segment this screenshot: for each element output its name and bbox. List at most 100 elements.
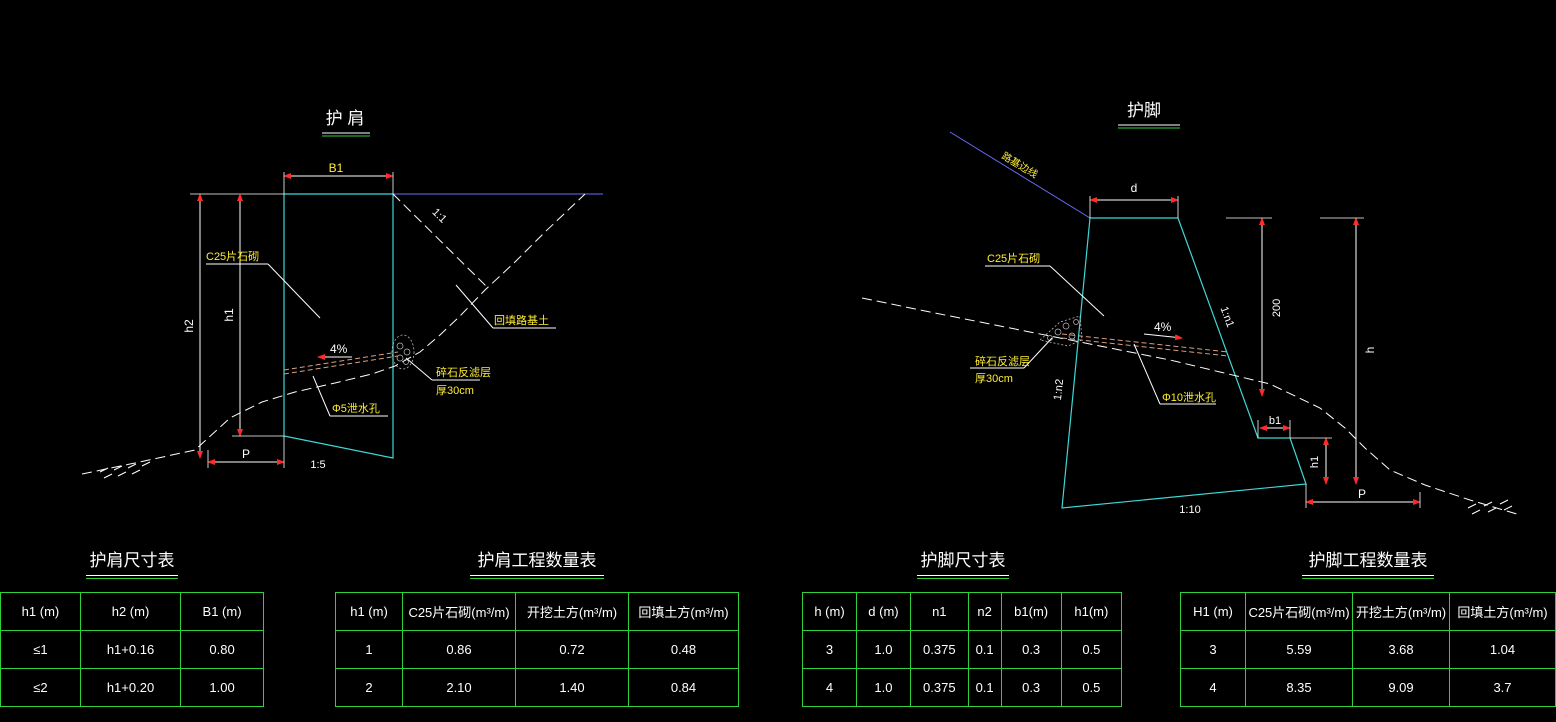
slope-n1-label: 1:n1: [1218, 305, 1237, 329]
table3-title: 护脚尺寸表: [917, 546, 1009, 579]
shoulder-quantity-table: h1 (m) C25片石砌(m³/m) 开挖土方(m³/m) 回填土方(m³/m…: [335, 592, 739, 707]
table-cell: 4: [1180, 668, 1246, 707]
table-cell: 0.375: [909, 630, 969, 669]
table-cell: 1.0: [855, 630, 911, 669]
toe-wall-body: [1061, 217, 1307, 509]
dim-p-right-label: P: [1358, 487, 1366, 501]
table-cell: 1: [335, 630, 403, 669]
table-row: 4 8.35 9.09 3.7: [1180, 668, 1556, 707]
table-cell: 5.59: [1245, 630, 1353, 669]
table-header-cell: B1 (m): [180, 592, 264, 631]
table-header-cell: 回填土方(m³/m): [1449, 592, 1556, 631]
shoulder-title: 护 肩: [326, 109, 365, 128]
backfill-label: 回填路基土: [494, 313, 549, 327]
ground-hatch: [99, 461, 151, 479]
table-cell: 1.0: [855, 668, 911, 707]
table-cell: 2.10: [402, 668, 516, 707]
table-cell: 3.7: [1449, 668, 1556, 707]
toe-size-table: h (m) d (m) n1 n2 b1(m) h1(m) 3 1.0 0.37…: [802, 592, 1123, 707]
drain-label: Φ5泄水孔: [332, 402, 380, 415]
filter-right-label: 碎石反滤层: [975, 354, 1030, 368]
table-header-cell: h (m): [802, 592, 857, 631]
table-cell: 1.04: [1449, 630, 1556, 669]
table-cell: 0.5: [1060, 668, 1123, 707]
slope-n2-label: 1:n2: [1052, 378, 1066, 401]
table-header-cell: 开挖土方(m³/m): [1352, 592, 1450, 631]
table-row: h1 (m) h2 (m) B1 (m): [0, 592, 264, 631]
table-row: 3 5.59 3.68 1.04: [1180, 630, 1556, 669]
table-cell: 0.1: [967, 668, 1002, 707]
table1-title: 护肩尺寸表: [86, 546, 178, 579]
shoulder-wall-body: [283, 193, 394, 459]
slope-base-right-label: 1:10: [1179, 504, 1200, 516]
dim-d-label: d: [1131, 181, 1138, 195]
table-header-cell: n2: [967, 592, 1002, 631]
toe-title: 护脚: [1127, 101, 1161, 120]
dim-200-label: 200: [1271, 299, 1283, 317]
table-row: ≤1 h1+0.16 0.80: [0, 630, 264, 669]
table-cell: ≤2: [0, 668, 81, 707]
table-row: 1 0.86 0.72 0.48: [335, 630, 739, 669]
dim-p-label: P: [242, 447, 250, 461]
material-right-label: C25片石砌: [987, 252, 1040, 265]
table-header-cell: 回填土方(m³/m): [628, 592, 739, 631]
dim-h1-label: h1: [222, 308, 236, 322]
table-row: ≤2 h1+0.20 1.00: [0, 668, 264, 707]
slope-base-label: 1:5: [310, 459, 325, 471]
table-cell: 3.68: [1352, 630, 1450, 669]
slope-top-label: 1:1: [429, 206, 448, 225]
table-cell: 0.72: [515, 630, 629, 669]
table2-title: 护肩工程数量表: [470, 546, 604, 579]
natural-ground-line-right: [861, 297, 1521, 516]
table-cell: 9.09: [1352, 668, 1450, 707]
filter-thickness-label: 厚30cm: [436, 384, 474, 397]
table-header-cell: C25片石砌(m³/m): [402, 592, 516, 631]
shoulder-guard-diagram: 护 肩 B1 h2 h1: [81, 109, 603, 479]
table-header-cell: n1: [909, 592, 969, 631]
table-cell: 3: [1180, 630, 1246, 669]
dim-h1-right-label: h1: [1309, 456, 1321, 468]
table-cell: 0.375: [909, 668, 969, 707]
table-cell: 1.00: [180, 668, 264, 707]
table-cell: h1+0.16: [79, 630, 182, 669]
dim-h-label: h: [1363, 347, 1377, 354]
road-edge-label: 路基边线: [999, 149, 1040, 181]
table-cell: 0.48: [628, 630, 739, 669]
table-cell: 8.35: [1245, 668, 1353, 707]
material-label: C25片石砌: [206, 250, 259, 263]
table-cell: h1+0.20: [79, 668, 182, 707]
grade-right-label: 4%: [1154, 320, 1172, 334]
table4-title: 护脚工程数量表: [1302, 546, 1434, 579]
table-row: 2 2.10 1.40 0.84: [335, 668, 739, 707]
table-cell: 0.3: [1000, 668, 1062, 707]
table-cell: 0.5: [1060, 630, 1123, 669]
table-row: h (m) d (m) n1 n2 b1(m) h1(m): [802, 592, 1123, 631]
ground-hatch-right: [1467, 499, 1513, 515]
table-row: H1 (m) C25片石砌(m³/m) 开挖土方(m³/m) 回填土方(m³/m…: [1180, 592, 1556, 631]
table-header-cell: h1(m): [1060, 592, 1123, 631]
table-cell: 0.84: [628, 668, 739, 707]
grade-label: 4%: [330, 342, 348, 356]
table-row: h1 (m) C25片石砌(m³/m) 开挖土方(m³/m) 回填土方(m³/m…: [335, 592, 739, 631]
dim-h2-label: h2: [182, 319, 196, 333]
toe-quantity-table: H1 (m) C25片石砌(m³/m) 开挖土方(m³/m) 回填土方(m³/m…: [1180, 592, 1556, 707]
table-header-cell: h2 (m): [79, 592, 182, 631]
table-header-cell: H1 (m): [1180, 592, 1246, 631]
natural-ground-line: [81, 193, 586, 475]
table-header-cell: C25片石砌(m³/m): [1245, 592, 1353, 631]
table-header-cell: h1 (m): [335, 592, 403, 631]
table-cell: 3: [802, 630, 857, 669]
slope-1-1-line: [392, 193, 489, 289]
drain-right-label: Φ10泄水孔: [1162, 391, 1216, 404]
table-cell: ≤1: [0, 630, 81, 669]
table-cell: 0.1: [967, 630, 1002, 669]
gravel-filter-layer: [391, 334, 415, 370]
table-cell: 2: [335, 668, 403, 707]
table-header-cell: 开挖土方(m³/m): [515, 592, 629, 631]
table-header-cell: d (m): [855, 592, 911, 631]
table-row: 4 1.0 0.375 0.1 0.3 0.5: [802, 668, 1123, 707]
table-header-cell: h1 (m): [0, 592, 81, 631]
dim-b1-right-label: b1: [1269, 415, 1281, 427]
table-cell: 0.80: [180, 630, 264, 669]
table-row: 3 1.0 0.375 0.1 0.3 0.5: [802, 630, 1123, 669]
